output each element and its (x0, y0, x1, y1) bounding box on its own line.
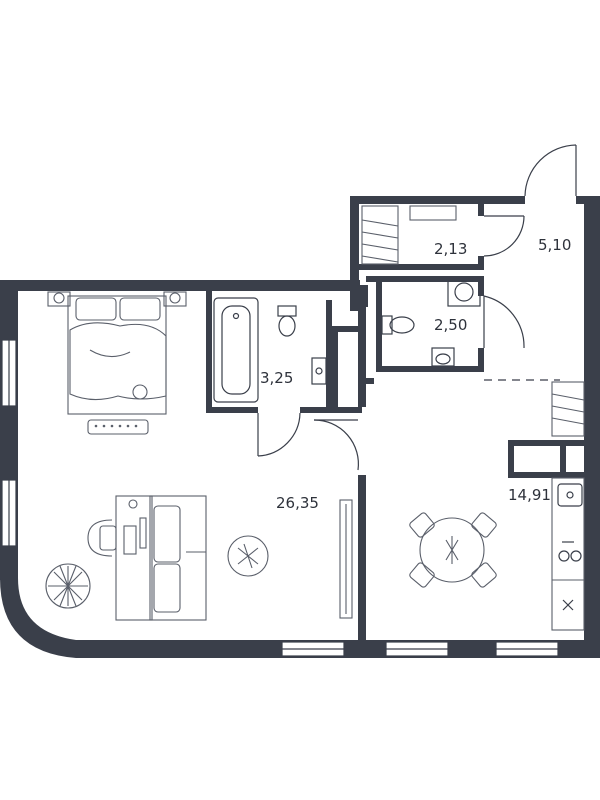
kitchen-island-walls (508, 440, 584, 478)
desk-icon (115, 495, 153, 621)
stove-icon (558, 541, 582, 562)
area-label-living: 26,35 (276, 494, 319, 512)
area-label-bathroom: 3,25 (260, 369, 293, 387)
small-sink-icon (431, 347, 455, 367)
kitchen-counter (551, 477, 585, 631)
windows (1, 339, 559, 657)
office-chair-icon (87, 519, 117, 557)
dining-table-icon (409, 512, 497, 588)
kitchen-sink-icon (557, 483, 583, 507)
sink-icon (311, 357, 327, 385)
wardrobe-icon (361, 205, 457, 265)
bench-icon (87, 419, 149, 435)
fridge-icon (562, 599, 574, 611)
plant-icon (45, 563, 91, 609)
wc-icon (381, 315, 415, 335)
bathtub-icon (213, 297, 259, 403)
tv-cabinet-icon (339, 499, 353, 619)
area-label-closet: 2,13 (434, 240, 467, 258)
kitchen-shelf (551, 381, 585, 437)
sofa-icon (149, 495, 207, 621)
coffee-table-icon (227, 535, 269, 577)
area-label-hall: 5,10 (538, 236, 571, 254)
toilet-icon (277, 305, 297, 337)
area-label-kitchen: 14,91 (508, 486, 551, 504)
doors (257, 144, 577, 471)
area-label-toilet: 2,50 (434, 316, 467, 334)
bed-icon (67, 295, 167, 415)
nightstand-lamps (47, 291, 187, 307)
washing-machine-icon (447, 277, 481, 307)
interior-walls (206, 204, 484, 640)
